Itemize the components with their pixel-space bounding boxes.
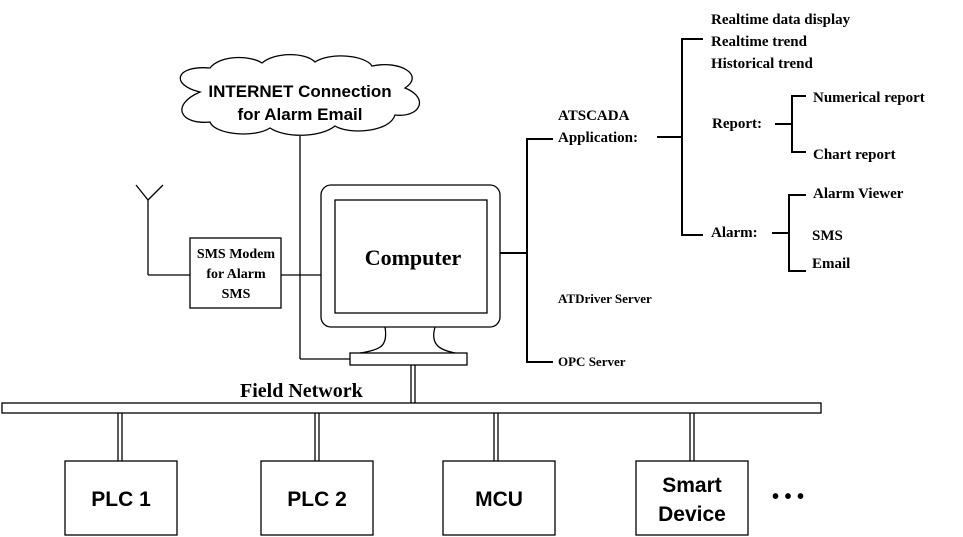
report-chart: Chart report [813,147,896,163]
device-label-line2: Device [658,503,726,526]
more-devices-ellipsis: • • • [772,486,804,508]
feature-realtime-trend: Realtime trend [711,34,808,50]
opc-server: OPC Server [558,354,626,369]
atdriver-server: ATDriver Server [558,291,652,306]
device-mcu: MCU [442,413,556,536]
antenna-icon [135,184,190,276]
cloud-label-line2: for Alarm Email [237,105,362,124]
device-label: PLC 2 [287,488,347,511]
sms-modem-line1: SMS Modem [197,247,276,262]
software-tree: ATSCADA Application: Realtime data displ… [500,12,925,369]
feature-realtime-display: Realtime data display [711,12,851,28]
feature-historical-trend: Historical trend [711,56,813,72]
sms-modem-line3: SMS [222,287,251,302]
report-numerical: Numerical report [813,90,925,106]
computer-label: Computer [365,245,462,270]
device-label-line1: Smart [662,474,722,497]
alarm-sms: SMS [812,228,843,244]
computer-monitor-icon: Computer [320,184,501,366]
alarm-viewer: Alarm Viewer [813,186,904,202]
device-smart-device: Smart Device [635,413,749,536]
device-plc1: PLC 1 [64,413,178,536]
atscada-label-line2: Application: [558,130,638,146]
atscada-label-line1: ATSCADA [558,108,630,124]
field-network-label: Field Network [240,380,364,402]
report-label: Report: [712,116,762,132]
computer-network-link [410,365,416,403]
sms-modem-line2: for Alarm [206,267,266,282]
internet-cloud: INTERNET Connection for Alarm Email [179,53,420,136]
cloud-label-line1: INTERNET Connection [208,82,391,101]
device-label: MCU [475,488,523,511]
field-network-bus [1,402,822,414]
device-plc2: PLC 2 [260,413,374,536]
alarm-email: Email [812,256,850,272]
device-label: PLC 1 [91,488,151,511]
alarm-label: Alarm: [711,225,758,241]
sms-modem-box: SMS Modem for Alarm SMS [189,237,282,309]
